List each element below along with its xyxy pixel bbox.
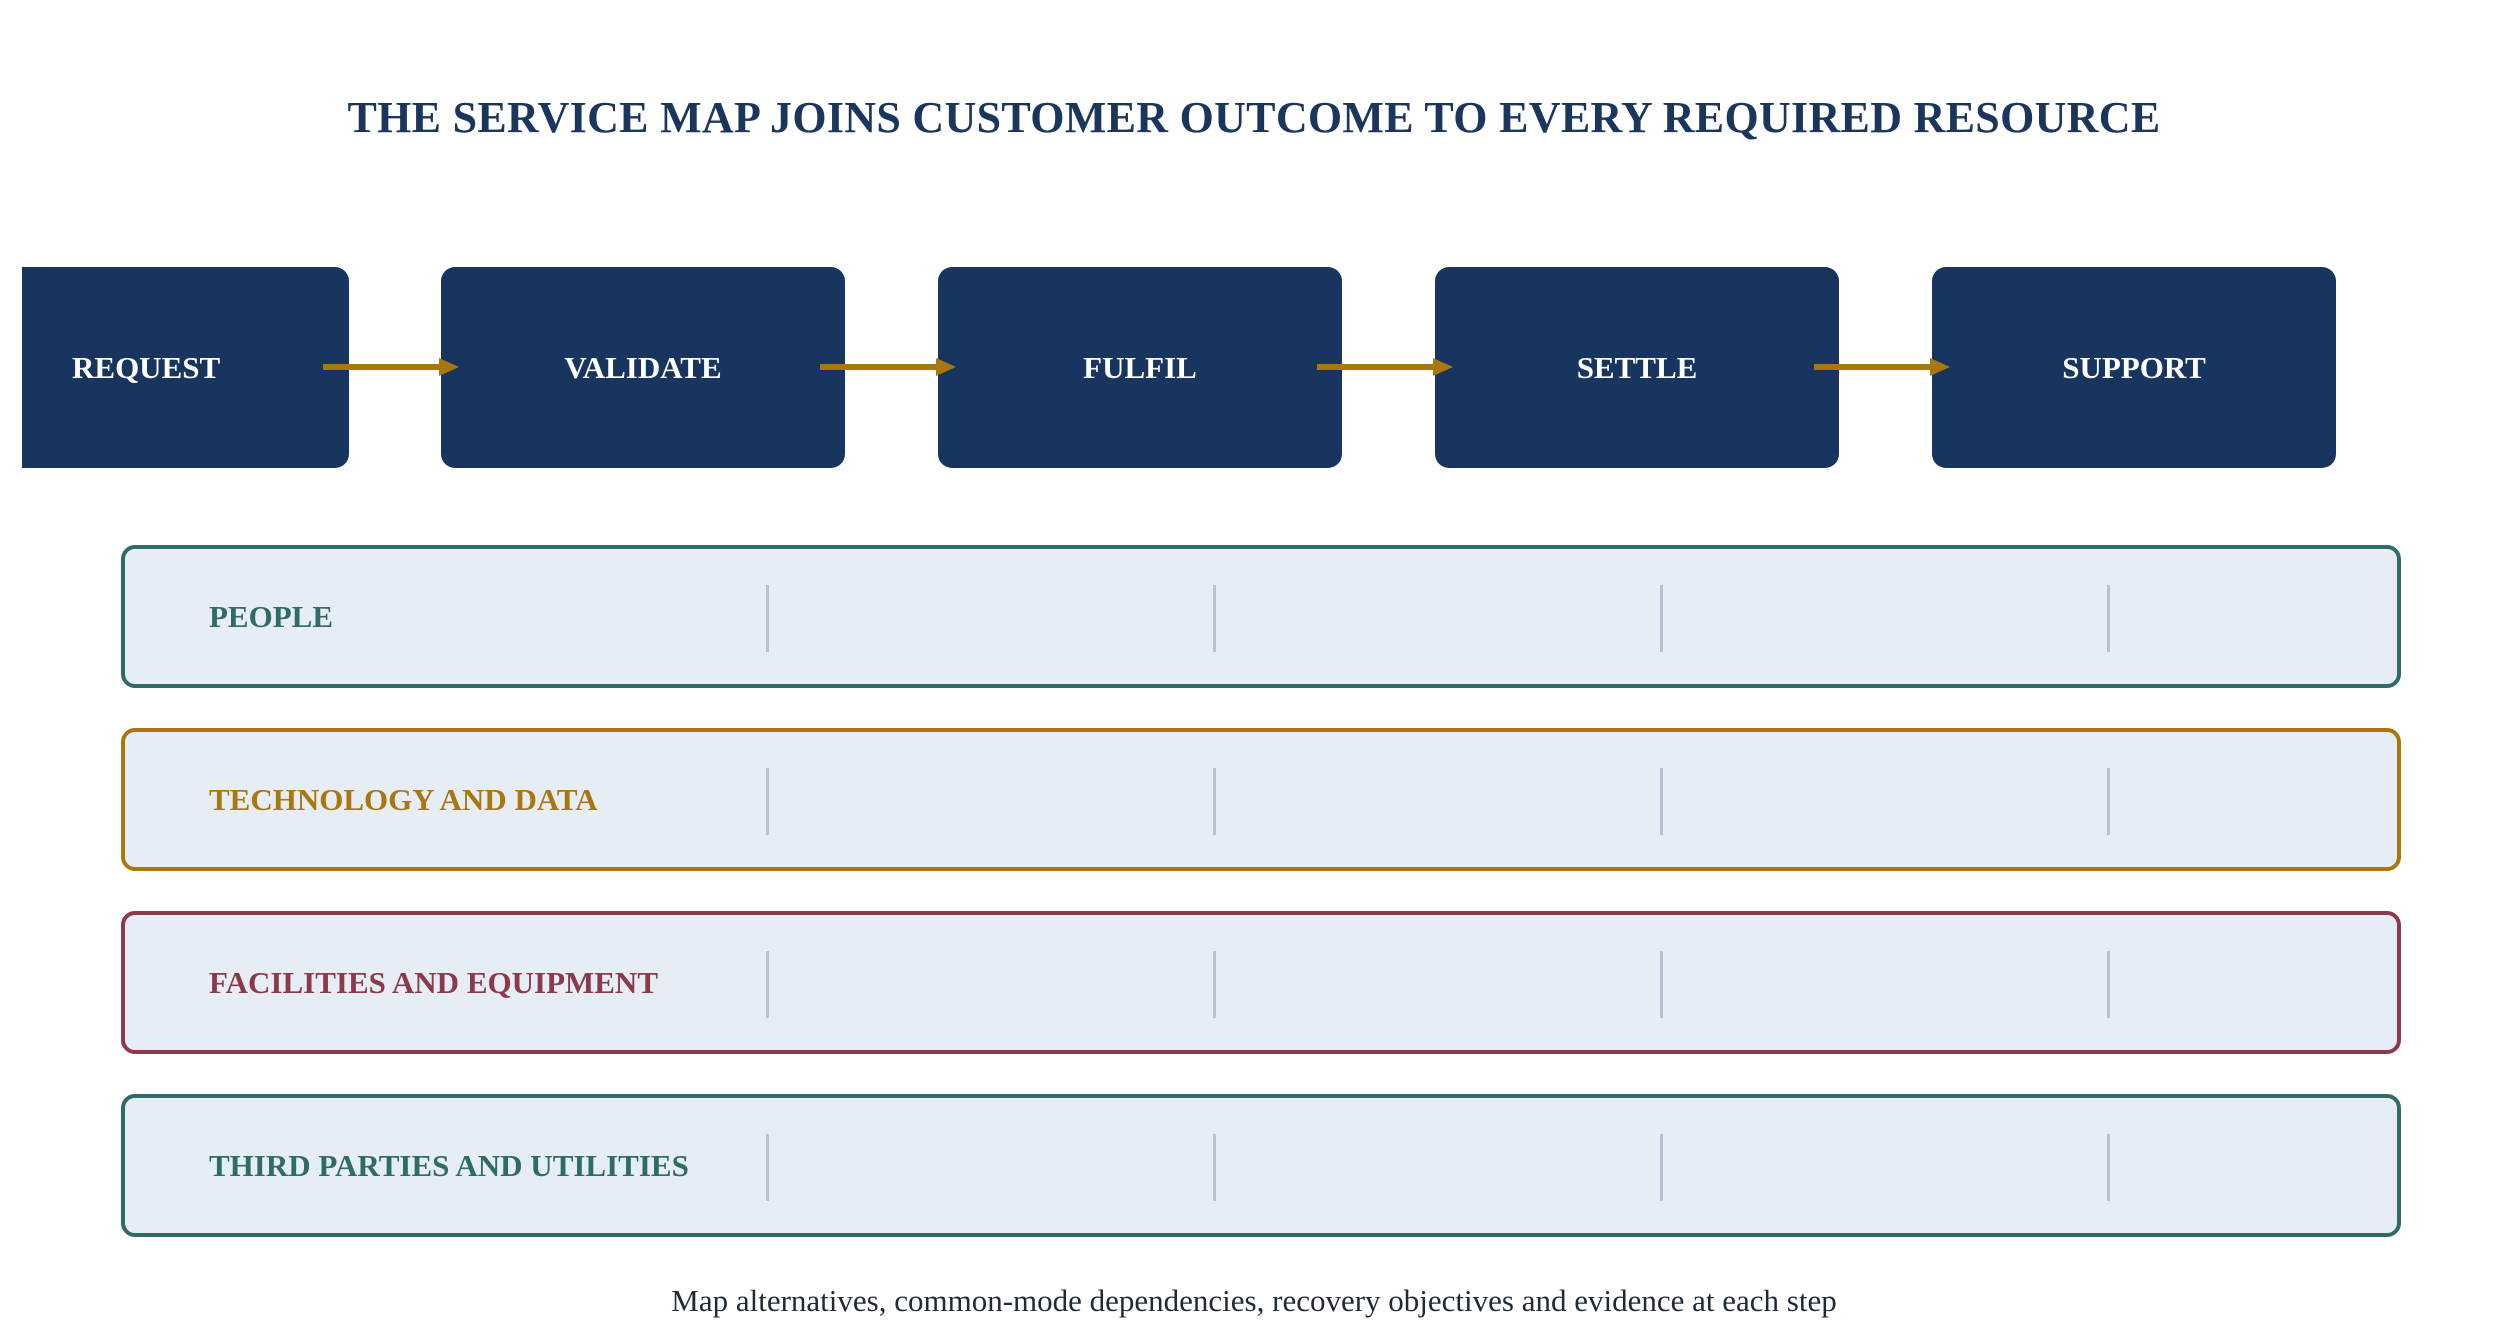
lane-technology-and-data: TECHNOLOGY AND DATA [121, 728, 2401, 871]
lane-divider [766, 768, 769, 835]
lane-divider [2107, 1134, 2110, 1201]
lane-divider [1213, 951, 1216, 1018]
step-request: REQUEST [22, 267, 349, 468]
lane-facilities-and-equipment: FACILITIES AND EQUIPMENT [121, 911, 2401, 1054]
lane-third-parties-and-utilities: THIRD PARTIES AND UTILITIES [121, 1094, 2401, 1237]
arrow-right-icon [820, 358, 956, 376]
step-fulfil: FULFIL [938, 267, 1342, 468]
arrow-right-icon [323, 358, 459, 376]
lane-divider [1213, 1134, 1216, 1201]
lane-label: THIRD PARTIES AND UTILITIES [209, 1147, 689, 1183]
lane-divider [1660, 585, 1663, 652]
arrow-right-icon [1317, 358, 1453, 376]
lane-divider [1660, 768, 1663, 835]
lane-divider [1213, 585, 1216, 652]
diagram-title: THE SERVICE MAP JOINS CUSTOMER OUTCOME T… [347, 93, 2161, 142]
step-label: FULFIL [1083, 349, 1197, 385]
lane-divider [2107, 768, 2110, 835]
lane-label: FACILITIES AND EQUIPMENT [209, 964, 659, 1000]
step-label: SUPPORT [2062, 349, 2206, 385]
lane-label: PEOPLE [209, 598, 334, 634]
lane-divider [2107, 585, 2110, 652]
step-settle: SETTLE [1435, 267, 1839, 468]
arrow-right-icon [1814, 358, 1950, 376]
lane-divider [766, 951, 769, 1018]
lane-people: PEOPLE [121, 545, 2401, 688]
step-label: SETTLE [1576, 349, 1698, 385]
step-support: SUPPORT [1932, 267, 2336, 468]
step-label: VALIDATE [564, 349, 722, 385]
lane-divider [1660, 1134, 1663, 1201]
step-validate: VALIDATE [441, 267, 845, 468]
footer-note: Map alternatives, common-mode dependenci… [671, 1283, 1837, 1318]
lane-divider [1660, 951, 1663, 1018]
lane-divider [1213, 768, 1216, 835]
lane-divider [766, 1134, 769, 1201]
lane-divider [766, 585, 769, 652]
lane-label: TECHNOLOGY AND DATA [209, 781, 598, 817]
step-label: REQUEST [72, 349, 221, 385]
lane-divider [2107, 951, 2110, 1018]
